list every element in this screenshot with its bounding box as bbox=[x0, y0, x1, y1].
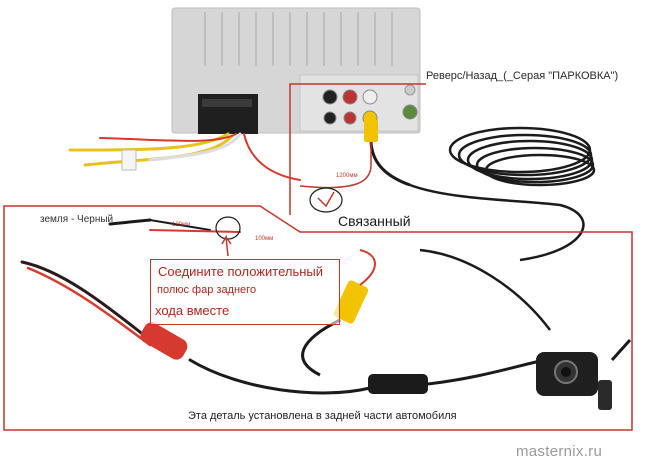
link-circle bbox=[309, 187, 343, 213]
watermark: masternix.ru bbox=[516, 443, 603, 460]
head-unit bbox=[171, 7, 421, 134]
harness-wires bbox=[68, 132, 301, 181]
coiled-cable bbox=[409, 126, 596, 262]
rca-jack bbox=[342, 89, 358, 105]
pointer-arrow bbox=[221, 234, 232, 257]
gps-port bbox=[402, 104, 418, 120]
rca-jack bbox=[323, 111, 337, 125]
rear-part-label: Эта деталь установлена в задней части ав… bbox=[188, 410, 457, 422]
rca-plug-middle bbox=[301, 249, 376, 377]
connector-pins bbox=[202, 99, 252, 107]
rca-jack bbox=[322, 89, 338, 105]
heatsink-fins bbox=[204, 12, 393, 66]
ground-wire bbox=[108, 218, 241, 233]
fuse-holder bbox=[121, 149, 137, 171]
note-line-3: хода вместе bbox=[155, 303, 230, 318]
screw bbox=[404, 84, 416, 96]
callout-lines bbox=[3, 83, 633, 431]
rca-jack bbox=[362, 89, 378, 105]
length-label: 1200мм bbox=[336, 173, 358, 179]
ground-label: земля - Черный bbox=[40, 214, 114, 225]
link-mark bbox=[317, 191, 335, 208]
length-label: 120мм bbox=[172, 222, 191, 228]
camera-cable bbox=[427, 358, 546, 386]
note-line-1: Соедините положительный bbox=[158, 264, 324, 279]
rca-jack bbox=[343, 111, 357, 125]
note-box bbox=[150, 259, 340, 325]
junction-circle bbox=[215, 216, 241, 240]
rear-camera bbox=[536, 338, 632, 410]
inline-module bbox=[368, 374, 428, 394]
note-line-2: полюс фар заднего bbox=[157, 284, 257, 296]
length-label: 100мм bbox=[255, 236, 274, 242]
red-cable bbox=[20, 260, 372, 395]
reverse-wire-label: Реверс/Назад_(_Серая "ПАРКОВКА") bbox=[426, 70, 619, 82]
camera-cable-loop bbox=[419, 248, 551, 331]
linked-label: Связанный bbox=[338, 213, 411, 229]
